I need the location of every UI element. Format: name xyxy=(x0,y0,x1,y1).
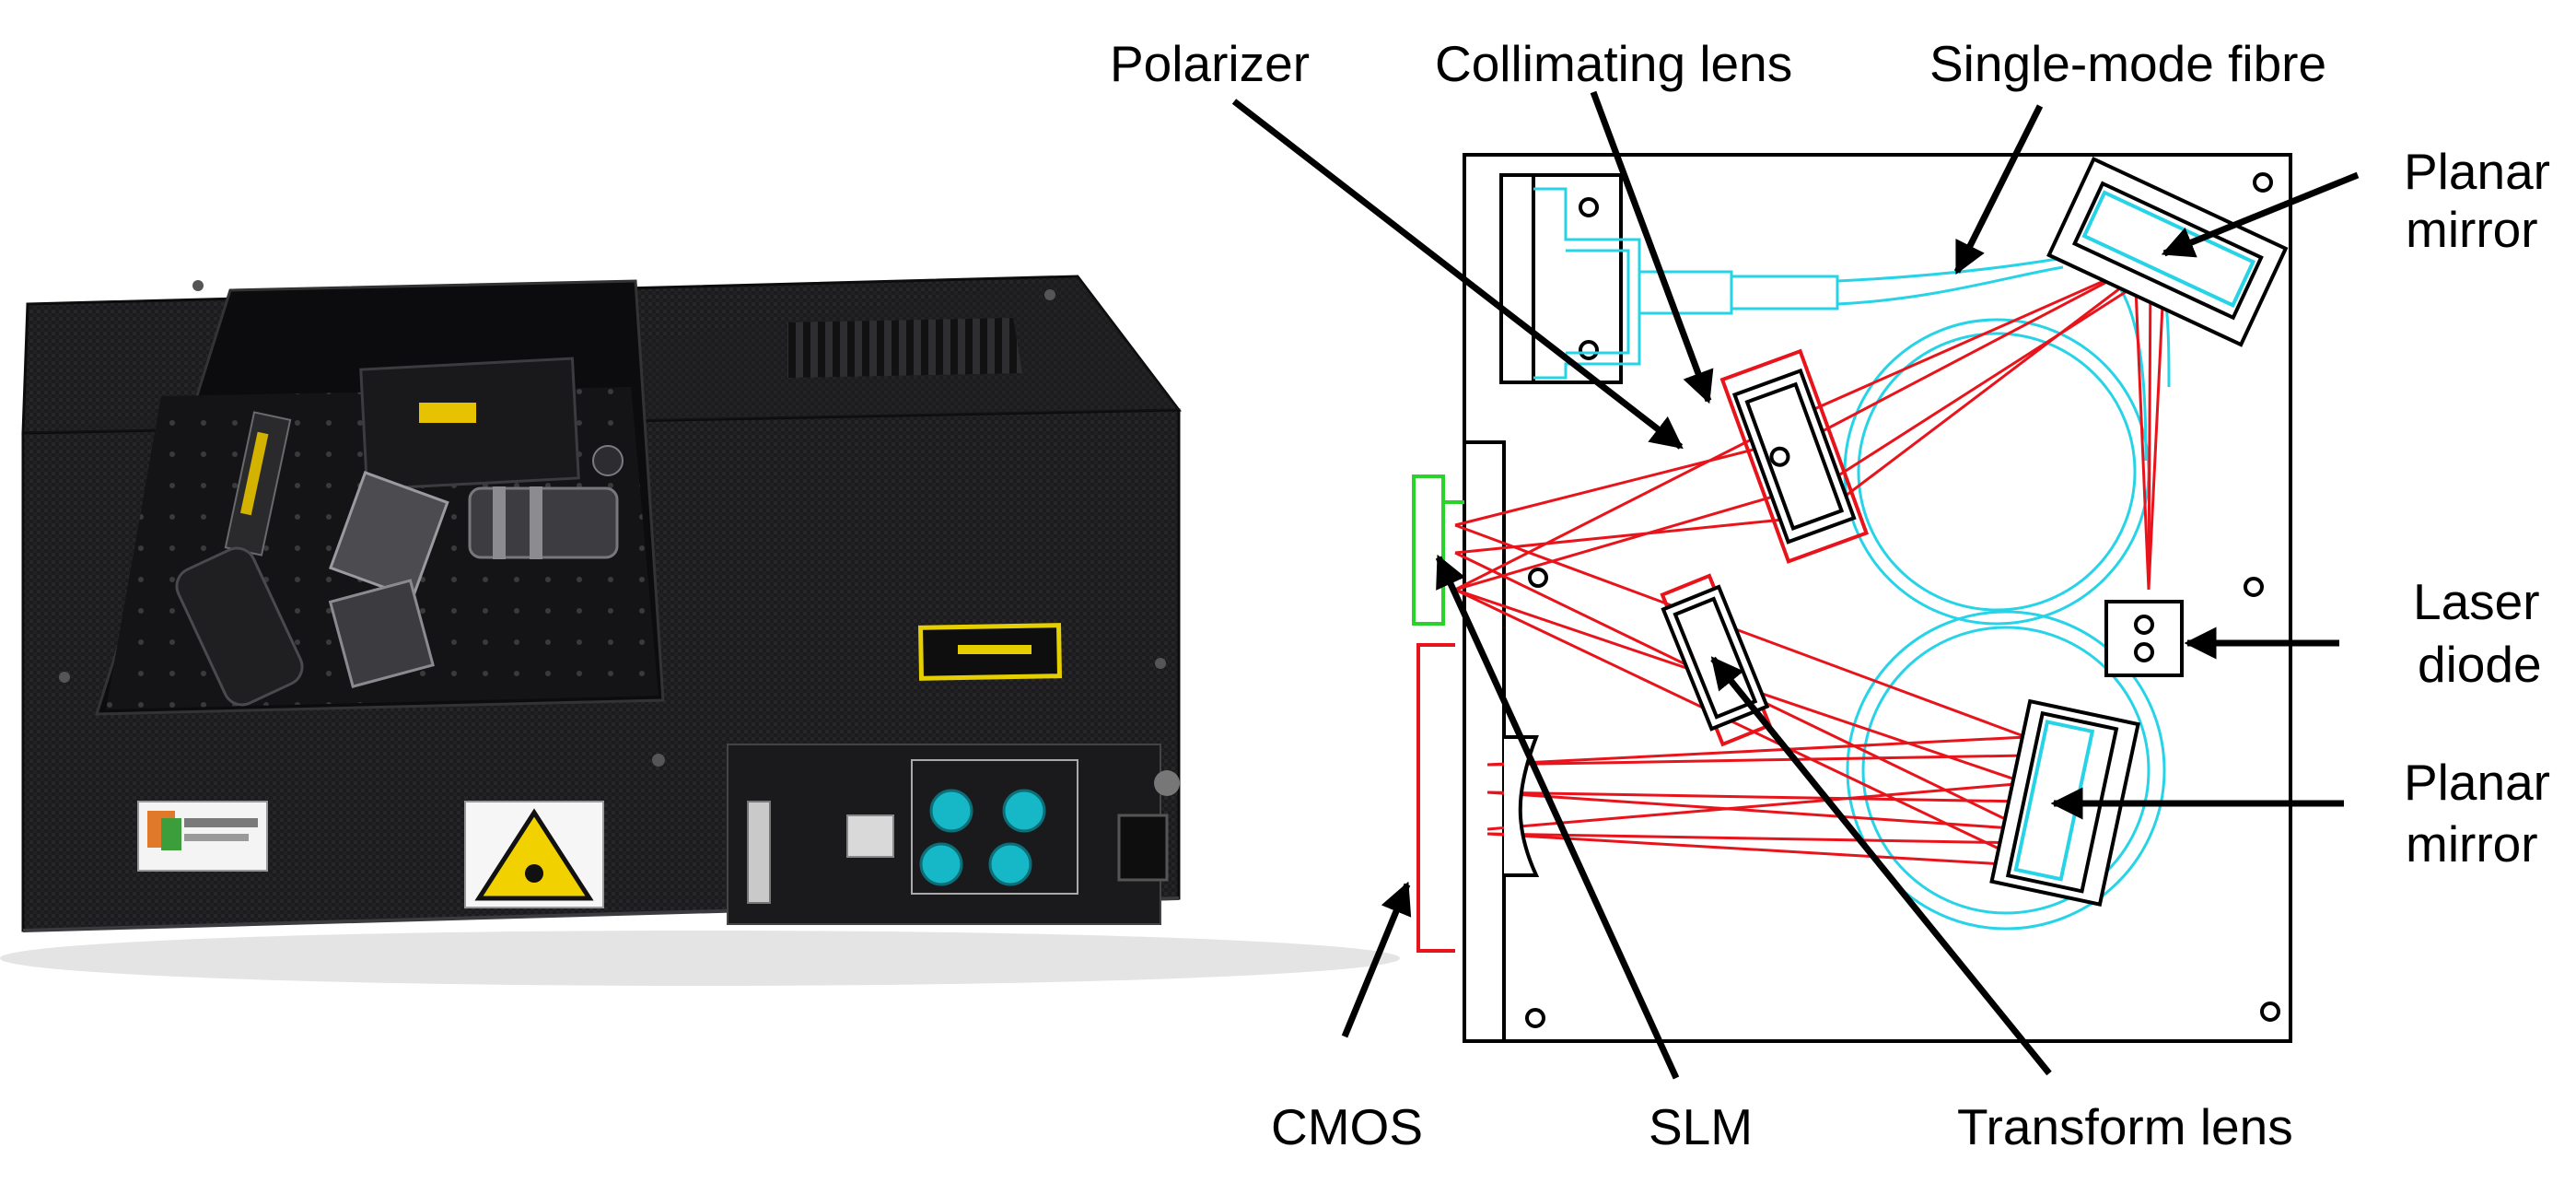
polarizer-arrow xyxy=(1231,99,1684,450)
top-warning-text xyxy=(958,645,1032,654)
transform-lens-arrow xyxy=(1710,656,2052,1076)
label-planar-mirror-top-line1: Planar xyxy=(2404,143,2550,200)
plate-hole xyxy=(2253,172,2273,193)
housing-label xyxy=(419,403,476,423)
callout-arrows xyxy=(1231,90,2360,1080)
slm-panel xyxy=(1412,474,1445,626)
logo-text-bar xyxy=(184,834,249,841)
connector-hole xyxy=(1579,197,1599,217)
device-photo xyxy=(0,275,1400,986)
lens-ring-2 xyxy=(530,486,542,559)
connector-hole xyxy=(1579,340,1599,360)
logo-text-bar xyxy=(184,818,258,827)
screw xyxy=(59,672,70,683)
screw xyxy=(1155,658,1166,669)
label-slm: SLM xyxy=(1649,1098,1753,1155)
cmos-sensor xyxy=(1416,643,1455,953)
label-planar-mirror-bottom-line1: Planar xyxy=(2404,754,2550,811)
label-cmos: CMOS xyxy=(1271,1098,1423,1155)
lens-tube xyxy=(468,486,619,559)
laser-warning-icon xyxy=(474,808,594,901)
label-laser-diode-line2: diode xyxy=(2418,636,2542,693)
panel-button xyxy=(1002,789,1046,833)
screw xyxy=(192,280,204,291)
panel-button xyxy=(988,842,1032,886)
label-single-mode-fibre: Single-mode fibre xyxy=(1929,35,2326,92)
fibre-mount-tag xyxy=(239,431,269,516)
key-switch xyxy=(1154,770,1180,796)
screw xyxy=(652,754,665,767)
laser-diode-pin xyxy=(2134,615,2154,635)
collimating-lens-arrow xyxy=(1590,90,1714,404)
optical-layout-diagram: Polarizer Collimating lens Single-mode f… xyxy=(1110,35,2550,1155)
mirror-mount-1 xyxy=(328,471,449,600)
laser-warning-icon-center xyxy=(525,864,543,883)
adjust-knob xyxy=(592,445,624,476)
connector-panel xyxy=(727,744,1161,925)
screw xyxy=(1044,289,1055,300)
camera-body xyxy=(175,546,304,707)
fibre-arrow xyxy=(1953,104,2044,275)
mirror-mount-2 xyxy=(328,579,435,688)
laser-housing xyxy=(359,357,580,491)
planar-mirror-top-arrow xyxy=(2161,171,2360,258)
ethernet-port xyxy=(846,814,894,858)
button-group-frame xyxy=(911,759,1078,895)
cmos-arrow xyxy=(1341,881,1412,1038)
cmos-window xyxy=(1504,735,1540,877)
label-planar-mirror-bottom-line2: mirror xyxy=(2406,815,2538,873)
vendor-logo-icon-part xyxy=(161,818,181,850)
plate-hole xyxy=(1528,568,1548,588)
panel-button xyxy=(919,842,963,886)
plate-hole xyxy=(1525,1008,1545,1028)
plate-hole xyxy=(2260,1001,2280,1022)
label-polarizer: Polarizer xyxy=(1110,35,1310,92)
power-switch xyxy=(1117,814,1169,882)
laser-diode xyxy=(2104,600,2184,677)
slm-arrow xyxy=(1435,554,1680,1080)
laser-diode-pin xyxy=(2134,642,2154,662)
collimating-lens-assembly xyxy=(1719,348,1870,564)
vent-grille xyxy=(787,318,1022,378)
label-planar-mirror-top-line2: mirror xyxy=(2406,201,2538,258)
photo-shadow xyxy=(0,931,1400,986)
panel-button xyxy=(929,789,973,833)
label-collimating-lens: Collimating lens xyxy=(1435,35,1792,92)
label-transform-lens: Transform lens xyxy=(1957,1098,2293,1155)
lens-ring-1 xyxy=(493,486,506,559)
label-laser-diode-line1: Laser xyxy=(2413,573,2540,630)
fibre-connector-block xyxy=(1499,173,1623,384)
plate-hole xyxy=(2244,577,2264,597)
db-connector xyxy=(747,801,771,904)
